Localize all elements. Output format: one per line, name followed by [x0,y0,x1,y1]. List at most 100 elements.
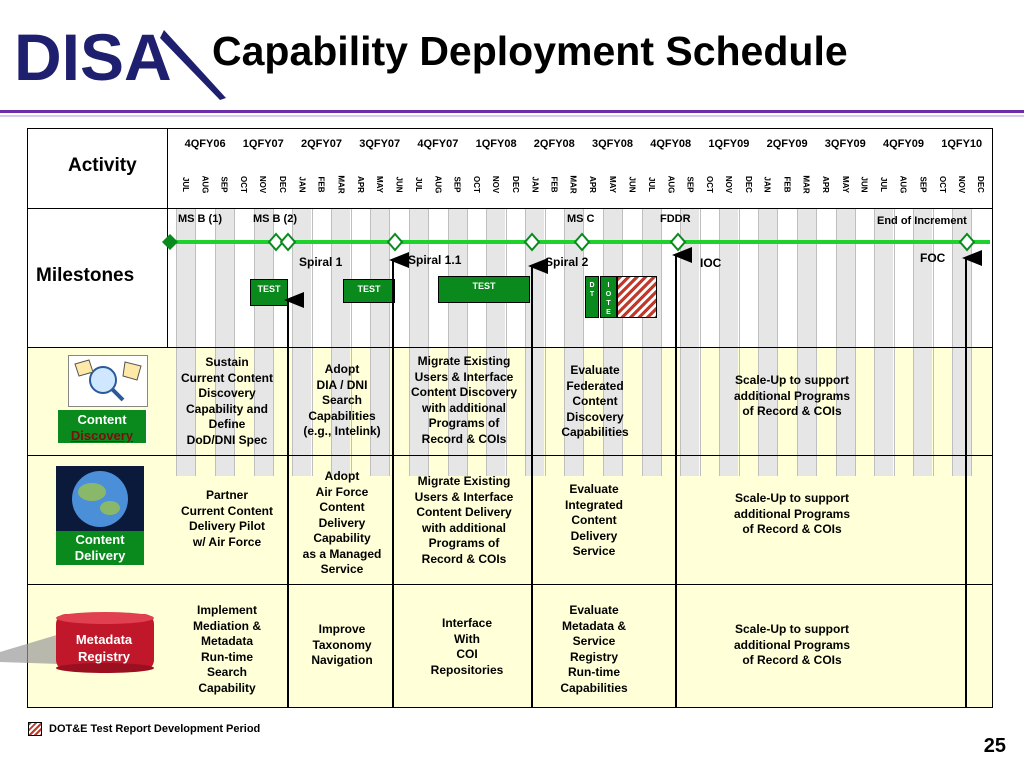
month-grid-line [525,208,527,476]
milestone-foc: FOC [920,251,946,265]
disa-logo: DISA [14,20,226,100]
quarter-label: 2QFY07 [301,138,342,150]
month-grid-line [486,208,488,476]
cell-text: Implement Mediation & Metadata Run-time … [193,603,261,695]
month-column-shade [486,208,506,476]
milestone-spiral2: Spiral 2 [545,255,589,269]
month-column-shade [564,208,583,476]
legend-text: DOT&E Test Report Development Period [49,723,261,735]
month-grid-line [408,208,410,476]
month-column-shade [602,208,622,476]
milestone-ms-b2: MS B (2) [253,213,297,225]
month-grid-line [758,208,759,476]
milestone-ms-b1: MS B (1) [178,213,222,225]
month-column-shade [680,208,700,476]
month-grid-line [913,208,915,476]
month-grid-line [350,208,352,476]
month-grid-line [602,208,604,476]
month-grid-line [777,208,779,476]
quarter-label: 4QFY07 [417,138,459,150]
month-grid-line [680,208,682,476]
quarter-label: 1QFY09 [708,138,750,150]
milestone-spiral11: Spiral 1.1 [408,253,462,267]
month-grid-line [176,208,177,476]
month-column-shade [835,208,855,476]
grid-line [27,208,993,209]
milestone-diamond [523,232,541,252]
activity-label: Activity [68,155,137,176]
page-number: 25 [983,735,1006,757]
quarter-label: 1QFY08 [475,138,517,150]
month-grid-line [253,208,255,476]
month-column-shade [796,208,816,476]
month-grid-line [447,208,449,476]
month-grid-line [952,208,953,476]
milestone-diamond [386,232,404,252]
month-grid-line [331,208,333,476]
metadata-registry-image [0,612,160,674]
month-grid-line [932,208,934,476]
quarter-label: 4QFY06 [184,138,226,150]
month-grid-line [273,208,274,476]
cell-text: Migrate Existing Users & Interface Conte… [414,474,514,566]
month-column-shade [370,208,389,476]
quarter-label: 3QFY07 [359,138,401,150]
svg-text:DISA: DISA [14,20,172,94]
month-column-shade [331,208,351,476]
cell-text: Adopt Air Force Content Delivery Capabil… [302,469,382,576]
milestone-diamonds [162,232,976,252]
milestone-diamond [573,232,591,252]
month-grid-line [796,208,798,476]
title-rule [0,110,1024,113]
page-title: Capability Deployment Schedule [212,28,848,74]
content-discovery-label: Content Discovery [57,409,147,444]
month-grid-line [971,208,973,476]
grid-line [27,347,993,348]
cell-text: Scale-Up to support additional Programs … [733,491,851,536]
month-column-shade [874,208,894,476]
cell-text: Interface With COI Repositories [430,616,504,677]
quarter-label: 3QFY09 [824,138,866,150]
cell-text: Partner Current Content Delivery Pilot w… [181,488,273,549]
month-grid-line [893,208,895,476]
milestone-diamond [958,232,976,252]
cell-text: Sustain Current Content Discovery Capabi… [181,355,273,447]
month-column-shade [214,208,234,476]
month-grid-line [544,208,546,476]
quarter-label: 1QFY10 [941,138,983,150]
milestone-diamond [267,232,285,252]
milestone-ioc: IOC [700,256,722,270]
month-grid-line [583,208,585,476]
cell-text: Adopt DIA / DNI Search Capabilities (e.g… [303,362,381,438]
schedule-frame [27,128,993,708]
metadata-registry-label: Metadata Registry [75,632,133,664]
cell-text: Evaluate Federated Content Discovery Cap… [561,363,629,439]
title-rule-light [0,115,1024,117]
quarter-label: 2QFY09 [766,138,808,150]
month-column-shade [176,208,195,476]
month-grid-line [874,208,876,476]
month-grid-line [234,208,236,476]
test-box: TEST [438,276,530,303]
month-column-shade [292,208,312,476]
quarter-label: 2QFY08 [533,138,575,150]
month-grid-line [370,208,371,476]
month-grid-line [564,208,565,476]
legend-hatch-swatch [28,722,42,736]
cell-text: Evaluate Integrated Content Delivery Ser… [564,482,623,558]
content-delivery-globe-image [56,466,144,532]
month-grid-line [661,208,662,476]
month-grid-line [214,208,216,476]
milestone-spiral1: Spiral 1 [299,255,343,269]
cell-text: Improve Taxonomy Navigation [311,622,373,667]
test-box: TEST [343,279,395,303]
grid-line [27,584,993,585]
month-column-shade [913,208,933,476]
month-grid-line [622,208,624,476]
month-grid-line [835,208,837,476]
month-column-shade [253,208,273,476]
month-grid-line [738,208,740,476]
